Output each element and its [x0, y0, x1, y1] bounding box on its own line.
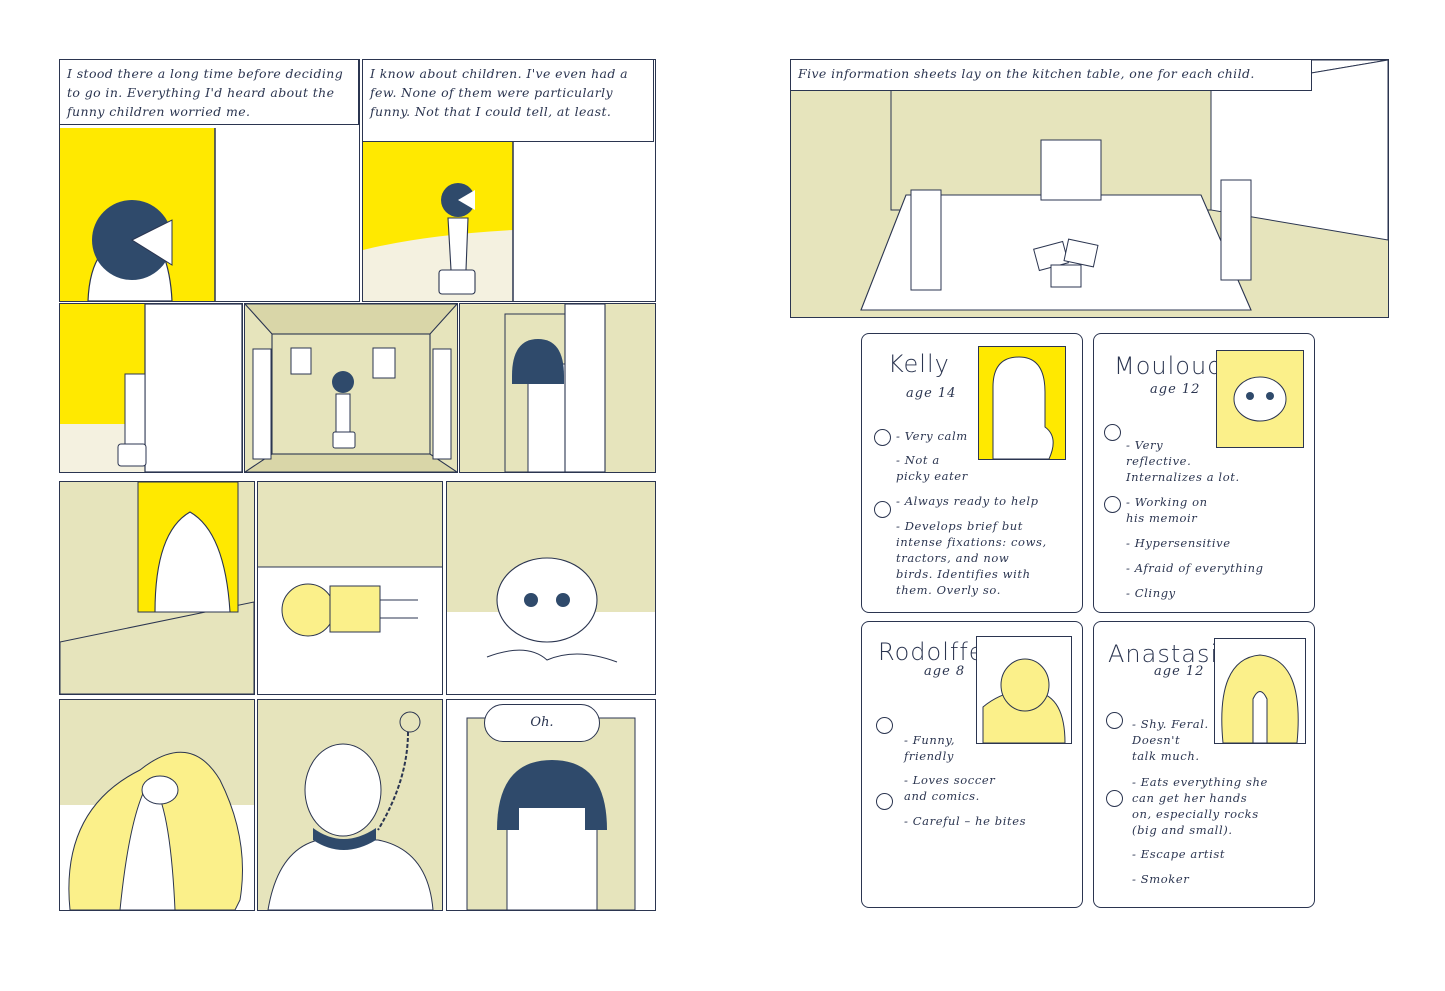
checkbox-circle	[876, 717, 893, 734]
trait-text: - Escape artist	[1132, 847, 1226, 861]
child-age: age 12	[1154, 664, 1205, 679]
panel-child-peeking-art	[504, 304, 606, 472]
checkbox-circle	[1106, 790, 1123, 807]
trait-text: - Careful – he bites	[904, 814, 1027, 828]
child-age: age 8	[924, 664, 966, 679]
panel-kitchen-table	[790, 59, 1389, 318]
panel-kitchen-table-art	[791, 60, 1388, 311]
child-name: Mouloud	[1114, 352, 1224, 380]
info-sheet-kelly: Kelly age 14 - Very calm - Not a picky e…	[861, 333, 1083, 613]
panel-lying-child	[257, 481, 443, 695]
trait-text: - Develops brief but intense fixations: …	[896, 519, 1047, 597]
panel-collar-child	[257, 699, 443, 911]
caption-kitchen: Five information sheets lay on the kitch…	[790, 59, 1312, 91]
panel-lying-child-art	[258, 482, 442, 637]
checkbox-circle	[876, 793, 893, 810]
panel-crying-blob-art	[447, 557, 655, 694]
trait-text: - Funny, friendly	[904, 733, 956, 763]
trait-text: - Afraid of everything	[1126, 561, 1264, 575]
trait-text: - Very calm	[896, 429, 968, 443]
child-portrait	[978, 346, 1066, 460]
child-name: Kelly	[888, 350, 950, 378]
checkbox-circle	[1104, 496, 1121, 513]
info-sheet-anastasia: Anastasia age 12 - Shy. Feral. Doesn't t…	[1093, 621, 1315, 908]
caption-2: I know about children. I've even had a f…	[362, 59, 654, 142]
trait-text: - Always ready to help	[896, 494, 1039, 508]
trait-text: - Loves soccer and comics.	[904, 773, 996, 803]
trait-text: - Eats everything she can get her hands …	[1132, 775, 1268, 837]
checkbox-circle	[874, 501, 891, 518]
child-name: Rodolffe	[878, 638, 985, 666]
panel-entering-door-art	[60, 304, 242, 472]
panel-dark-hair-child-art	[466, 717, 636, 910]
child-age: age 12	[1150, 382, 1201, 397]
panel-ghost-window	[59, 481, 255, 695]
child-name: Anastasia	[1108, 640, 1234, 668]
caption-1: I stood there a long time before decidin…	[59, 59, 359, 125]
panel-blonde-child-art	[60, 700, 254, 910]
trait-text: - Very reflective. Internalizes a lot.	[1126, 438, 1240, 484]
child-age: age 14	[906, 386, 957, 401]
info-sheet-mouloud: Mouloud age 12 - Very reflective. Intern…	[1093, 333, 1315, 613]
panel-crying-blob	[446, 481, 656, 695]
panel-entering-door	[59, 303, 243, 473]
panel-ghost-window-art	[60, 482, 254, 694]
child-portrait	[1214, 638, 1306, 744]
trait-text: - Hypersensitive	[1126, 536, 1231, 550]
speech-bubble: Oh.	[484, 704, 600, 742]
trait-text: - Not a picky eater	[896, 453, 968, 483]
checkbox-circle	[874, 429, 891, 446]
panel-collar-child-art	[267, 711, 434, 910]
info-sheet-rodolffe: Rodolffe age 8 - Funny, friendly - Loves…	[861, 621, 1083, 908]
panel-blonde-child	[59, 699, 255, 911]
child-portrait	[976, 636, 1072, 744]
trait-text: - Working on his memoir	[1126, 495, 1208, 525]
panel-child-peeking	[459, 303, 656, 473]
panel-door-approach-art	[60, 128, 216, 301]
panel-hallway-art	[245, 304, 457, 472]
checkbox-circle	[1104, 424, 1121, 441]
trait-text: - Shy. Feral. Doesn't talk much.	[1132, 717, 1209, 763]
checkbox-circle	[1106, 712, 1123, 729]
trait-text: - Clingy	[1126, 586, 1176, 600]
panel-hallway	[244, 303, 458, 473]
child-portrait	[1216, 350, 1304, 448]
trait-text: - Smoker	[1132, 872, 1190, 886]
panel-waiting-suitcase-art	[363, 140, 514, 301]
